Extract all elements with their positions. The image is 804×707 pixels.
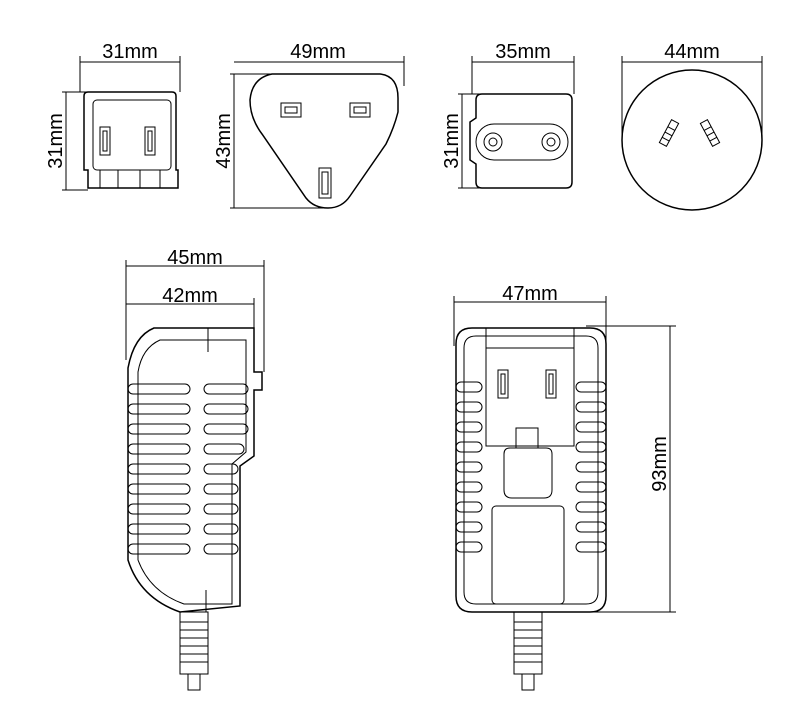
front-cable-strain-relief: [513, 611, 543, 691]
adapter-front-width-dimension: 47mm: [453, 283, 607, 346]
us-plug-height-label: 31mm: [45, 113, 67, 169]
adapter-side-total-depth-label: 45mm: [167, 247, 223, 269]
eu-plug-width-dimension: 35mm: [471, 41, 575, 94]
uk-plug-width-dimension: 49mm: [234, 41, 405, 86]
adapter-side-body-depth-dimension: 42mm: [126, 285, 255, 328]
uk-plug-width-label: 49mm: [290, 41, 346, 63]
us-plug-height-dimension: 31mm: [45, 91, 88, 191]
side-cable-strain-relief: [179, 611, 209, 691]
au-plug-width-label: 44mm: [664, 41, 720, 63]
adapter-front-view: [455, 327, 607, 691]
uk-plug-height-label: 43mm: [213, 113, 235, 169]
side-vent-slots: [127, 383, 249, 555]
adapter-side-total-depth-dimension: 45mm: [125, 247, 265, 372]
au-plug-width-dimension: 44mm: [621, 41, 763, 140]
adapter-front-height-dimension: 93mm: [586, 325, 676, 613]
adapter-front-width-label: 47mm: [502, 283, 558, 305]
us-plug-width-label: 31mm: [102, 41, 158, 63]
adapter-front-height-label: 93mm: [649, 436, 671, 492]
front-vent-slots: [455, 381, 607, 553]
front-plug-insert: [485, 327, 575, 499]
eu-plug-view: [469, 93, 573, 189]
au-plug-view: [621, 69, 763, 211]
uk-plug-view: [249, 73, 399, 209]
uk-plug-height-dimension: 43mm: [213, 73, 330, 209]
eu-plug-height-label: 31mm: [441, 113, 463, 169]
eu-plug-height-dimension: 31mm: [441, 93, 482, 189]
eu-plug-width-label: 35mm: [495, 41, 551, 63]
front-label-panel: [491, 505, 565, 605]
us-plug-width-dimension: 31mm: [79, 41, 181, 92]
us-plug-view: [83, 91, 179, 189]
adapter-side-view: [127, 327, 263, 691]
adapter-side-body-depth-label: 42mm: [162, 285, 218, 307]
